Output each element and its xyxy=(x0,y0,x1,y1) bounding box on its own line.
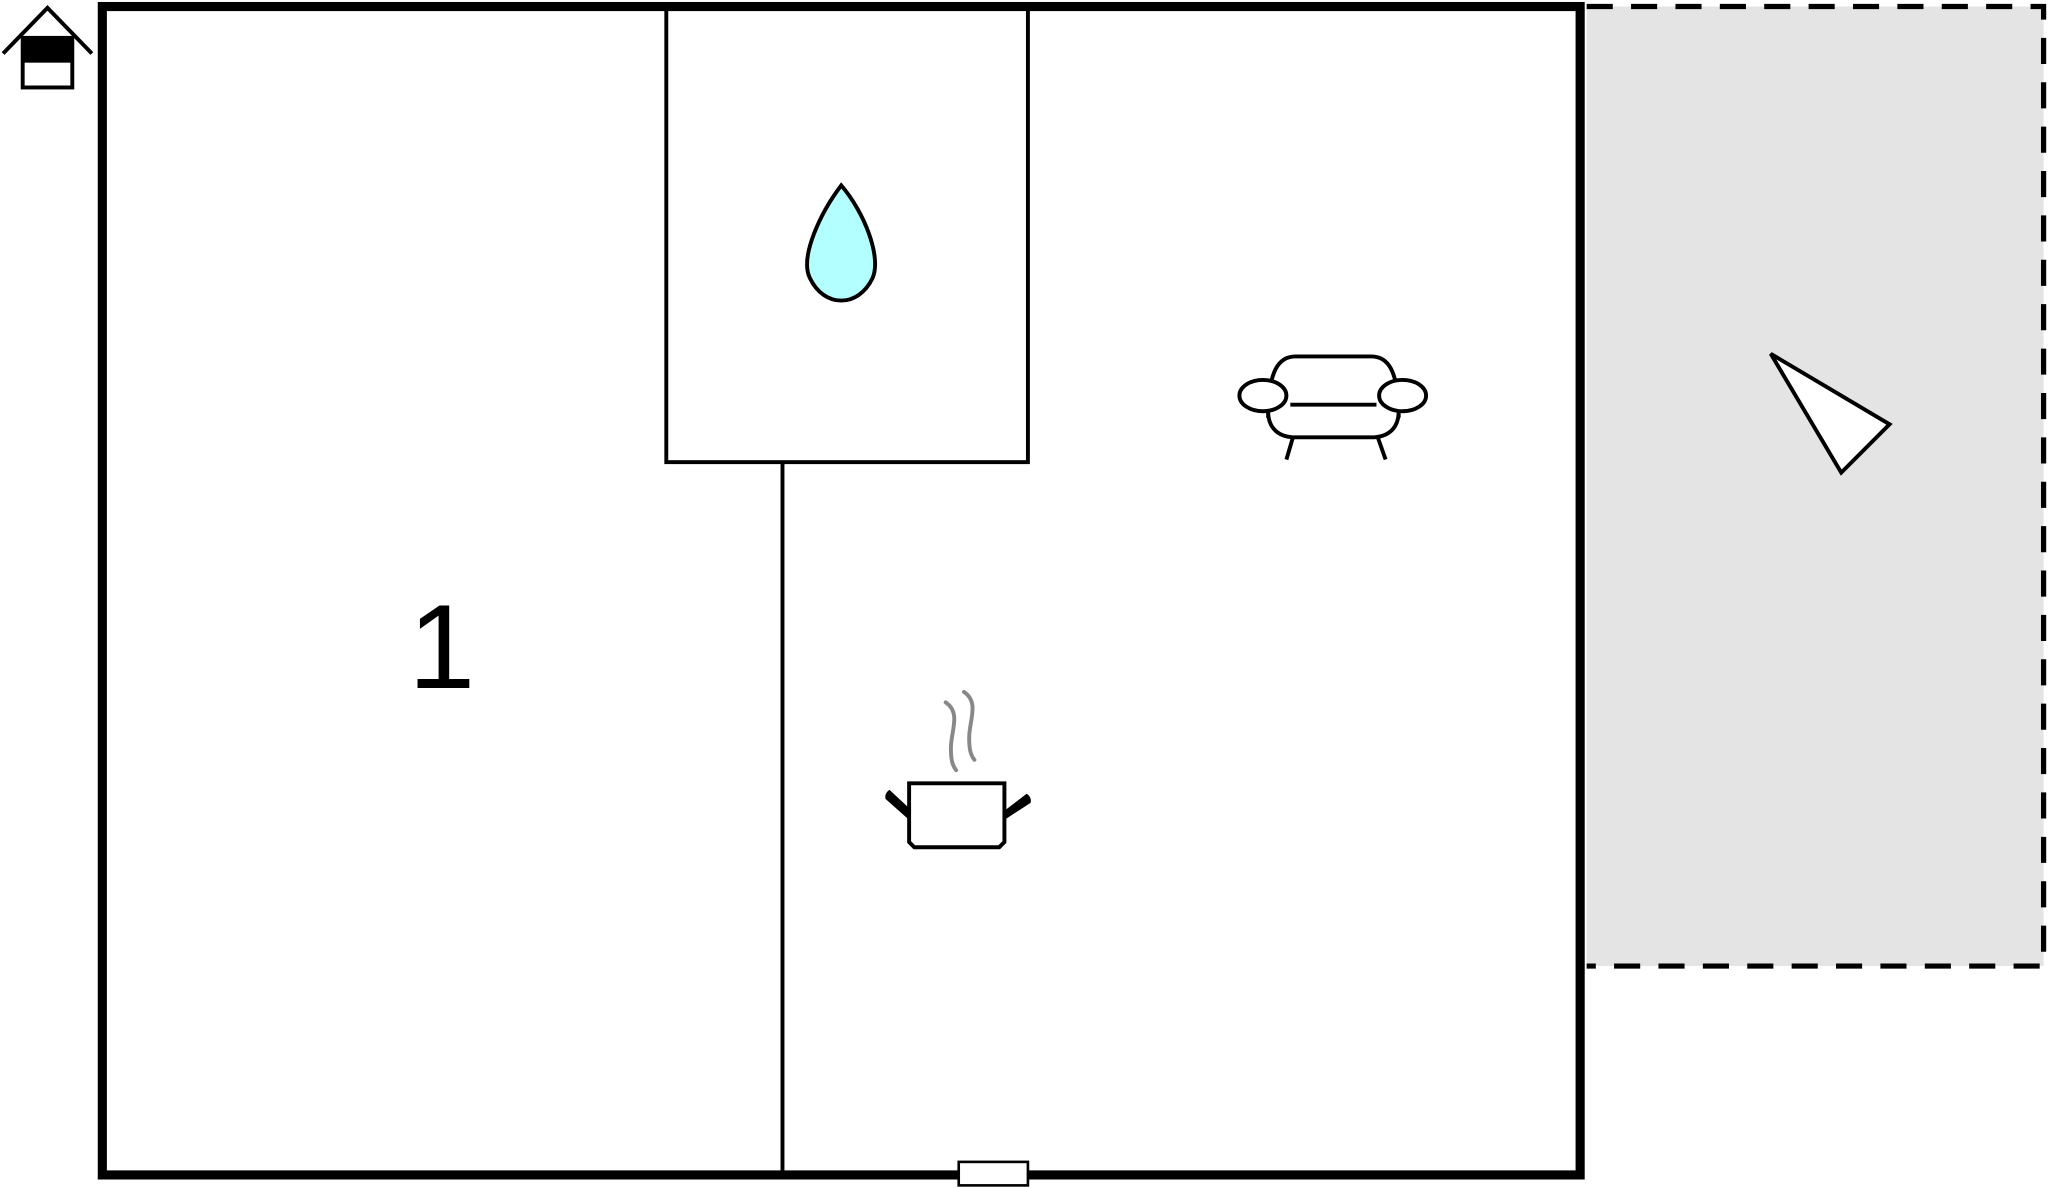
bathroom-wall xyxy=(664,4,1030,465)
outer-wall xyxy=(97,1,1585,1180)
entrance-door xyxy=(957,1160,1030,1187)
house-icon xyxy=(1,5,94,90)
compass-arrow-icon xyxy=(1769,352,1893,476)
sofa-icon xyxy=(1237,354,1429,461)
patio-area xyxy=(1586,6,2044,967)
room-label: 1 xyxy=(408,580,475,714)
patio-border xyxy=(1586,3,2047,969)
cooking-pot-icon xyxy=(885,689,1031,850)
water-drop-icon xyxy=(805,182,878,303)
